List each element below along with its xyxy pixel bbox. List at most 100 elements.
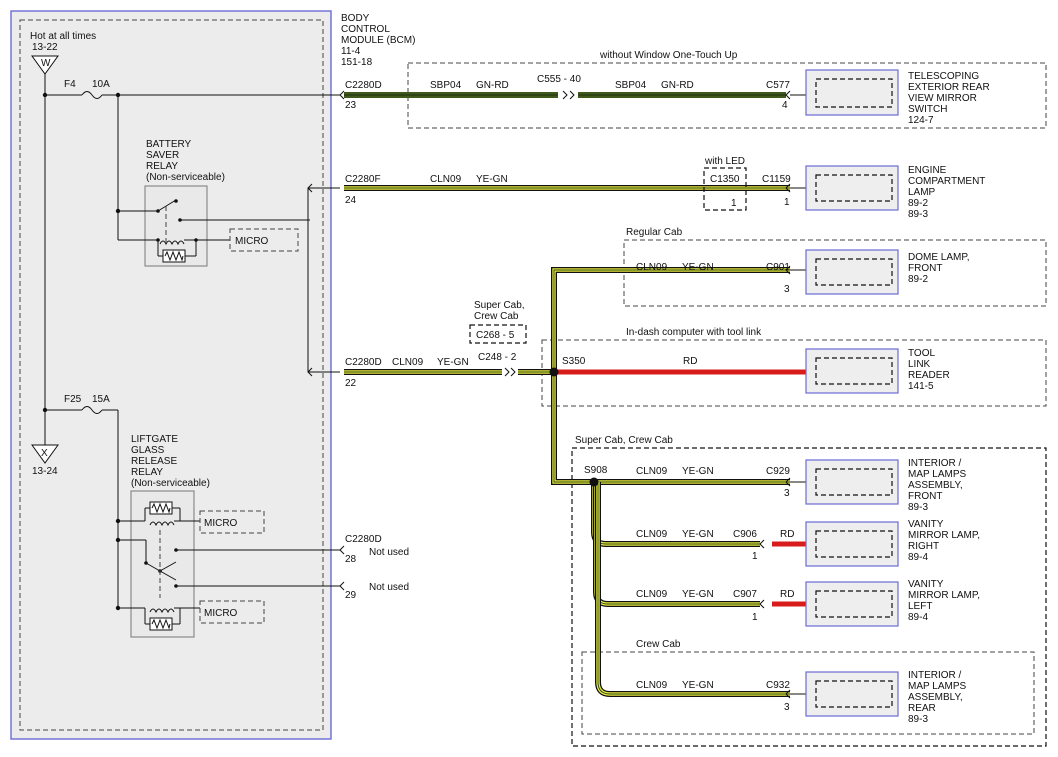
svg-text:Crew Cab: Crew Cab	[474, 311, 519, 322]
super-cab-condition: Super Cab, Crew Cab	[575, 435, 673, 446]
svg-text:MIRROR LAMP,: MIRROR LAMP,	[908, 590, 980, 601]
vanity-right-color: YE-GN	[682, 529, 714, 540]
unused-label-29: Not used	[369, 582, 409, 593]
svg-text:MAP LAMPS: MAP LAMPS	[908, 681, 966, 692]
map-front-comp-connector: C929	[766, 466, 790, 477]
ref-bottom-triangle-icon: X	[31, 444, 59, 464]
svg-text:RIGHT: RIGHT	[908, 541, 939, 552]
svg-text:89-3: 89-3	[908, 714, 928, 725]
mirror-switch-component	[805, 69, 899, 116]
svg-text:MIRROR LAMP,: MIRROR LAMP,	[908, 530, 980, 541]
unused-label-28: Not used	[369, 547, 409, 558]
fuse-f25-name: F25	[64, 394, 82, 405]
map-front-component	[805, 459, 899, 505]
vanity-left-wire2: RD	[780, 589, 794, 600]
ref-bottom: 13-24	[32, 466, 58, 477]
engine-inline-box	[703, 167, 747, 211]
svg-text:MAP LAMPS: MAP LAMPS	[908, 469, 966, 480]
svg-text:SAVER: SAVER	[146, 150, 179, 161]
fuse-f25-icon	[81, 406, 103, 414]
map-front-comp-pin: 3	[784, 488, 790, 499]
s908-splice-dot	[589, 477, 599, 487]
mirror-inline: C555 - 40	[537, 74, 581, 85]
main-inline-condition: Super Cab, Crew Cab	[474, 300, 525, 322]
main-color: YE-GN	[437, 357, 469, 368]
svg-text:ASSEMBLY,: ASSEMBLY,	[908, 692, 963, 703]
svg-text:151-18: 151-18	[341, 57, 373, 68]
main-inline-alt-box	[469, 324, 527, 344]
vanity-right-comp-pin: 1	[752, 551, 758, 562]
svg-text:Super Cab,: Super Cab,	[474, 300, 525, 311]
engine-circuit: CLN09	[430, 174, 462, 185]
svg-text:124-7: 124-7	[908, 115, 934, 126]
main-inline: C248 - 2	[478, 352, 517, 363]
vanity-right-comp-connector: C906	[733, 529, 757, 540]
map-rear-comp-pin: 3	[784, 702, 790, 713]
fuse-f4-rating: 10A	[92, 79, 110, 90]
engine-lamp-component	[805, 165, 899, 211]
tool-link-condition: In-dash computer with tool link	[626, 327, 762, 338]
svg-text:INTERIOR /: INTERIOR /	[908, 458, 962, 469]
svg-text:RELEASE: RELEASE	[131, 456, 177, 467]
svg-text:W: W	[41, 58, 51, 69]
super-cab-box	[571, 447, 1047, 747]
svg-text:COMPARTMENT: COMPARTMENT	[908, 176, 985, 187]
svg-text:VIEW MIRROR: VIEW MIRROR	[908, 93, 977, 104]
svg-text:REAR: REAR	[908, 703, 936, 714]
micro-label-3: MICRO	[204, 608, 238, 619]
fuse-f25-rating: 15A	[92, 394, 110, 405]
map-rear-component	[805, 671, 899, 717]
svg-text:LEFT: LEFT	[908, 601, 932, 612]
svg-text:LAMP: LAMP	[908, 187, 936, 198]
map-rear-label: INTERIOR / MAP LAMPS ASSEMBLY, REAR 89-3	[908, 670, 966, 725]
vanity-left-comp-pin: 1	[752, 612, 758, 623]
vanity-left-color: YE-GN	[682, 589, 714, 600]
dome-component-label: DOME LAMP, FRONT 89-2	[908, 252, 970, 285]
micro-box-1	[229, 228, 299, 252]
svg-text:89-3: 89-3	[908, 209, 928, 220]
s908-splice: S908	[584, 465, 608, 476]
battery-saver-relay-label: BATTERY SAVER RELAY (Non-serviceable)	[146, 139, 225, 183]
svg-text:89-4: 89-4	[908, 552, 928, 563]
tool-link-label: TOOL LINK READER 141-5	[908, 348, 950, 392]
mirror-circuit-1: SBP04	[430, 80, 462, 91]
svg-text:X: X	[41, 448, 48, 459]
mirror-comp-connector: C577	[766, 80, 790, 91]
micro-box-2	[199, 510, 265, 534]
engine-color: YE-GN	[476, 174, 508, 185]
tool-link-component	[805, 348, 899, 394]
crew-cab-box	[581, 651, 1035, 735]
svg-text:EXTERIOR REAR: EXTERIOR REAR	[908, 82, 990, 93]
engine-component-label: ENGINE COMPARTMENT LAMP 89-2 89-3	[908, 165, 985, 220]
map-front-color: YE-GN	[682, 466, 714, 477]
engine-comp-connector: C1159	[762, 174, 791, 185]
mirror-bcm-pin: 23	[345, 100, 357, 111]
svg-text:MODULE (BCM): MODULE (BCM)	[341, 35, 415, 46]
mirror-condition: without Window One-Touch Up	[599, 50, 738, 61]
vanity-right-label: VANITY MIRROR LAMP, RIGHT 89-4	[908, 519, 980, 563]
micro-label-2: MICRO	[204, 518, 238, 529]
engine-bcm-pin: 24	[345, 195, 357, 206]
mirror-color-1: GN-RD	[476, 80, 509, 91]
svg-text:RELAY: RELAY	[131, 467, 163, 478]
mirror-comp-pin: 4	[782, 100, 788, 111]
dome-color: YE-GN	[682, 262, 714, 273]
s350-splice-dot	[549, 367, 559, 377]
vanity-left-circuit: CLN09	[636, 589, 668, 600]
vanity-left-comp-connector: C907	[733, 589, 757, 600]
s350-splice: S350	[562, 356, 586, 367]
unused-pin-28: 28	[345, 554, 357, 565]
mirror-color-2: GN-RD	[661, 80, 694, 91]
svg-text:89-3: 89-3	[908, 502, 928, 513]
svg-text:141-5: 141-5	[908, 381, 934, 392]
regular-cab-condition: Regular Cab	[626, 227, 683, 238]
vanity-left-label: VANITY MIRROR LAMP, LEFT 89-4	[908, 579, 980, 623]
liftgate-relay-box	[130, 490, 195, 638]
micro-label-1: MICRO	[235, 236, 269, 247]
svg-text:(Non-serviceable): (Non-serviceable)	[131, 478, 210, 489]
svg-text:SWITCH: SWITCH	[908, 104, 947, 115]
hot-at-all-times-label: Hot at all times	[30, 31, 96, 42]
svg-text:RELAY: RELAY	[146, 161, 178, 172]
engine-inline-pin: 1	[731, 198, 737, 209]
